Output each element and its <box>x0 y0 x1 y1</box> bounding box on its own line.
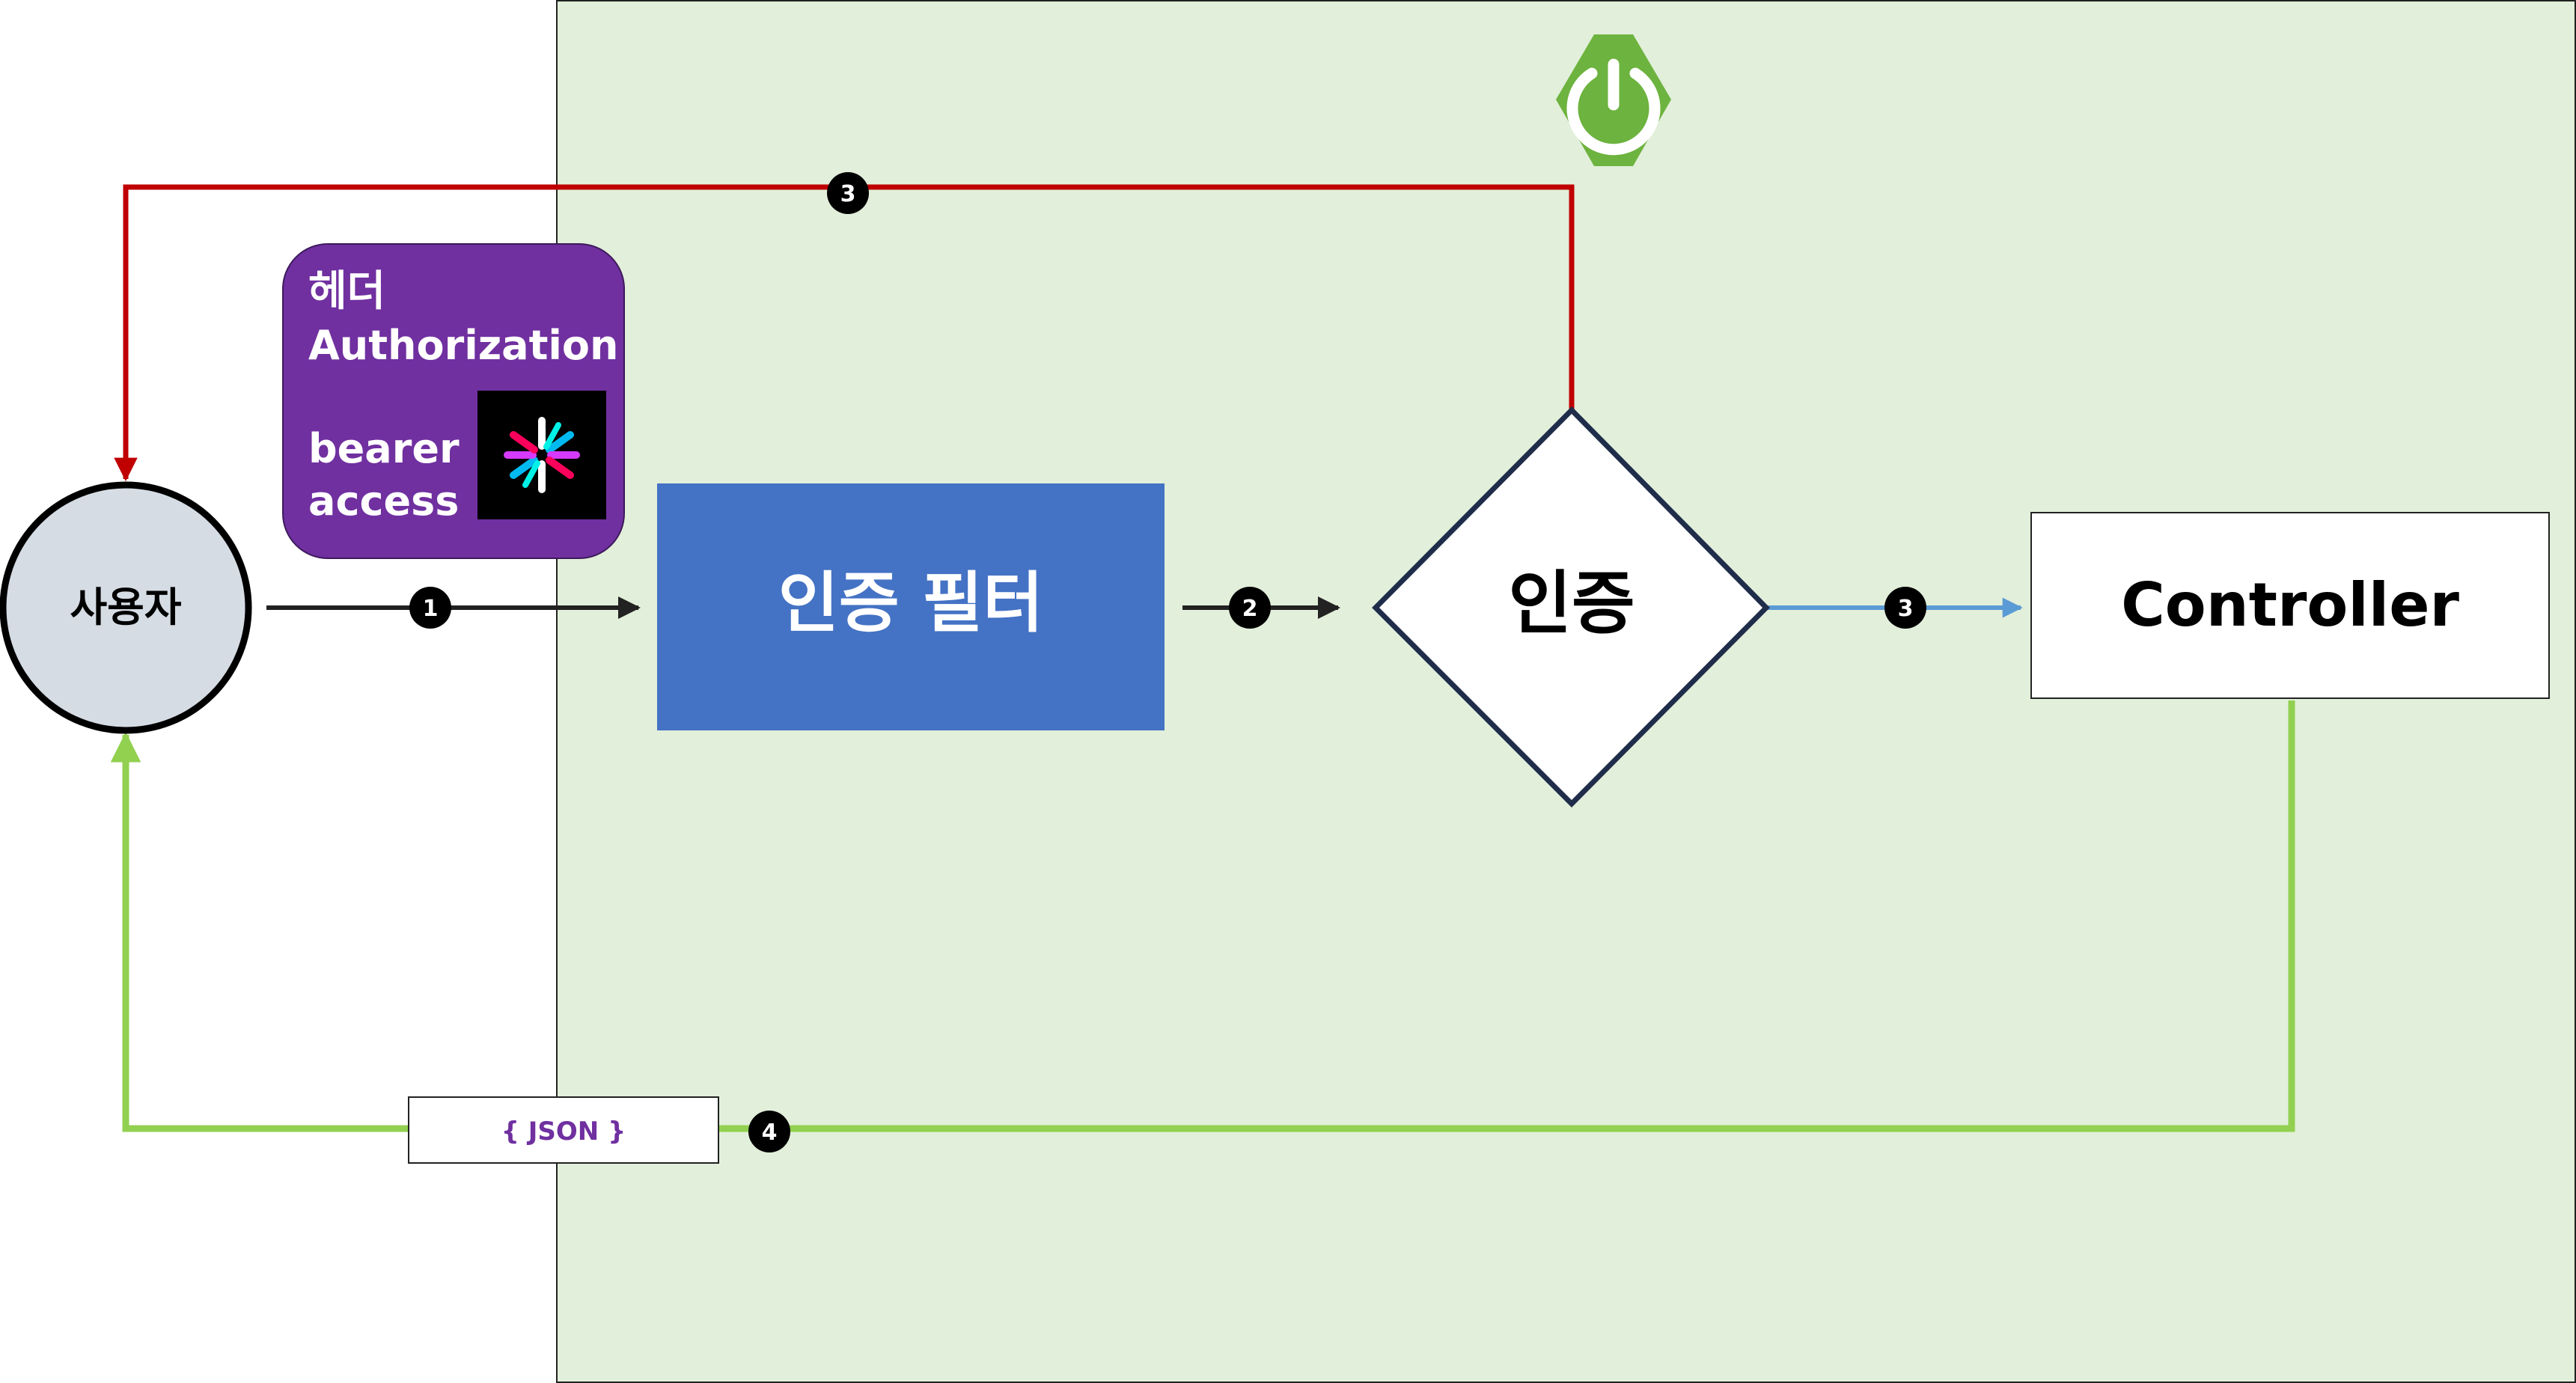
step-badge-rejected: 3 <box>827 172 869 214</box>
authorization-header-card: 헤더 Authorization bearer access <box>282 243 625 559</box>
auth-decision-label: 인증 <box>1508 564 1635 644</box>
json-response-box: { JSON } <box>408 1096 719 1164</box>
token-line2: access <box>308 477 459 525</box>
user-node: 사용자 <box>0 481 252 734</box>
user-label: 사용자 <box>70 584 181 631</box>
auth-filter-label: 인증 필터 <box>778 564 1043 641</box>
auth-filter-box: 인증 필터 <box>657 483 1165 730</box>
svg-text:2: 2 <box>1242 596 1258 622</box>
step-badge-to-auth: 2 <box>1229 587 1271 629</box>
jwt-logo-icon <box>477 391 606 519</box>
step-badge-request: 1 <box>409 587 451 629</box>
svg-text:4: 4 <box>762 1120 778 1146</box>
spring-power-icon <box>1556 34 1671 166</box>
controller-label: Controller <box>2121 570 2459 640</box>
header-title-line2: Authorization <box>308 322 618 369</box>
json-label: { JSON } <box>501 1117 626 1147</box>
auth-decision-diamond: 인증 <box>1372 406 1770 807</box>
step-badge-response: 4 <box>748 1111 790 1152</box>
svg-text:3: 3 <box>840 181 856 207</box>
controller-box: Controller <box>2030 512 2550 699</box>
svg-text:3: 3 <box>1898 596 1914 622</box>
svg-text:1: 1 <box>423 596 439 622</box>
header-title-line1: 헤더 <box>308 267 385 316</box>
json-response-line <box>110 700 2295 1132</box>
token-line1: bearer <box>308 425 460 472</box>
step-badge-accepted: 3 <box>1884 587 1926 629</box>
